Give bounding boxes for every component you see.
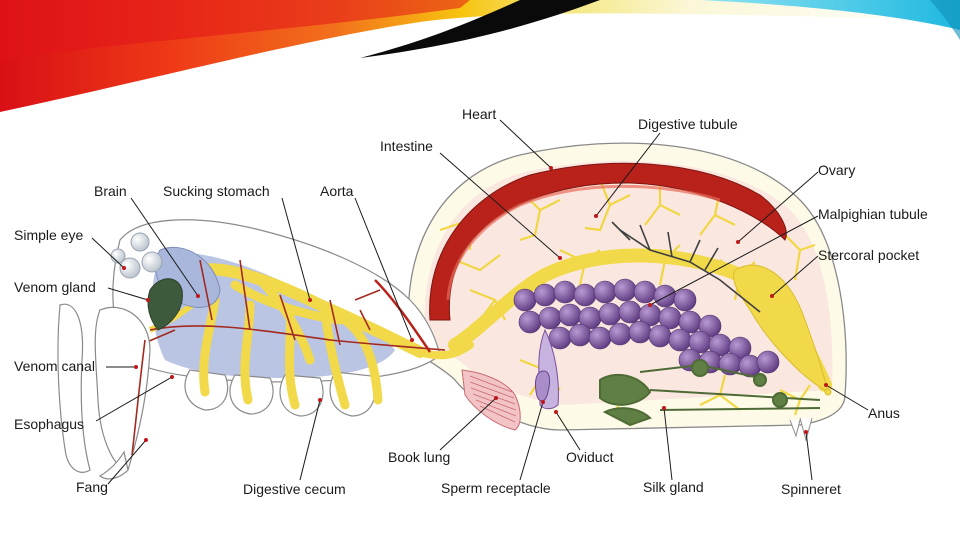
label-simple-eye: Simple eye [14,227,83,243]
ovary-egg [673,288,697,312]
pedipalp [57,303,91,473]
ovary-egg [653,284,677,308]
label-esophagus: Esophagus [14,416,84,432]
venom-gland [147,278,183,331]
label-stercoral-pocket: Stercoral pocket [818,247,919,263]
sucking-stomach [194,263,426,358]
ovary-egg [593,280,617,304]
ovary-egg [558,303,582,327]
ovary-egg [588,326,612,350]
banner [0,0,960,112]
simple-eyes [110,232,163,279]
spider-illustration [57,142,847,480]
label-silk-gland: Silk gland [643,479,704,495]
label-spinneret: Spinneret [781,481,841,497]
ovary-egg [668,328,692,352]
ovary-egg [518,310,542,334]
label-fang: Fang [76,479,108,495]
ovary-egg [756,350,780,374]
fang-shape [98,450,129,480]
ovary-egg [618,300,642,324]
ovary-egg [628,320,652,344]
malpighian-tubule [611,221,761,313]
venom-canal [131,339,146,456]
ovary-egg [633,280,657,304]
ovary-egg [533,283,557,307]
label-digestive-cecum: Digestive cecum [243,481,346,497]
label-sucking-stomach: Sucking stomach [163,183,270,199]
ovary-egg [538,306,562,330]
label-heart: Heart [462,106,496,122]
ovary-egg [568,323,592,347]
ovary-egg [613,278,637,302]
aorta [374,279,432,353]
ovary-egg [598,302,622,326]
label-aorta: Aorta [320,183,354,199]
spinneret-organ [799,417,813,442]
label-book-lung: Book lung [388,449,450,465]
ovary-egg [513,288,537,312]
label-sperm-receptacle: Sperm receptacle [441,480,551,496]
label-ovary: Ovary [818,162,855,178]
ovary-egg [648,324,672,348]
ovary-egg [573,283,597,307]
label-brain: Brain [94,183,127,199]
silk-gland [599,359,821,427]
label-anus: Anus [868,405,900,421]
ovary-egg [608,322,632,346]
label-digestive-tubule: Digestive tubule [638,116,738,132]
leader-lines [91,119,869,485]
label-venom-gland: Venom gland [14,279,96,295]
label-venom-canal: Venom canal [14,358,95,374]
label-malpighian-tubule: Malpighian tubule [818,206,928,222]
book-lung [461,369,521,431]
labels: Heart Intestine Digestive tubule Brain S… [14,106,928,497]
label-oviduct: Oviduct [566,449,614,465]
ovary-egg [553,280,577,304]
ovary-egg [548,326,572,350]
label-intestine: Intestine [380,138,433,154]
